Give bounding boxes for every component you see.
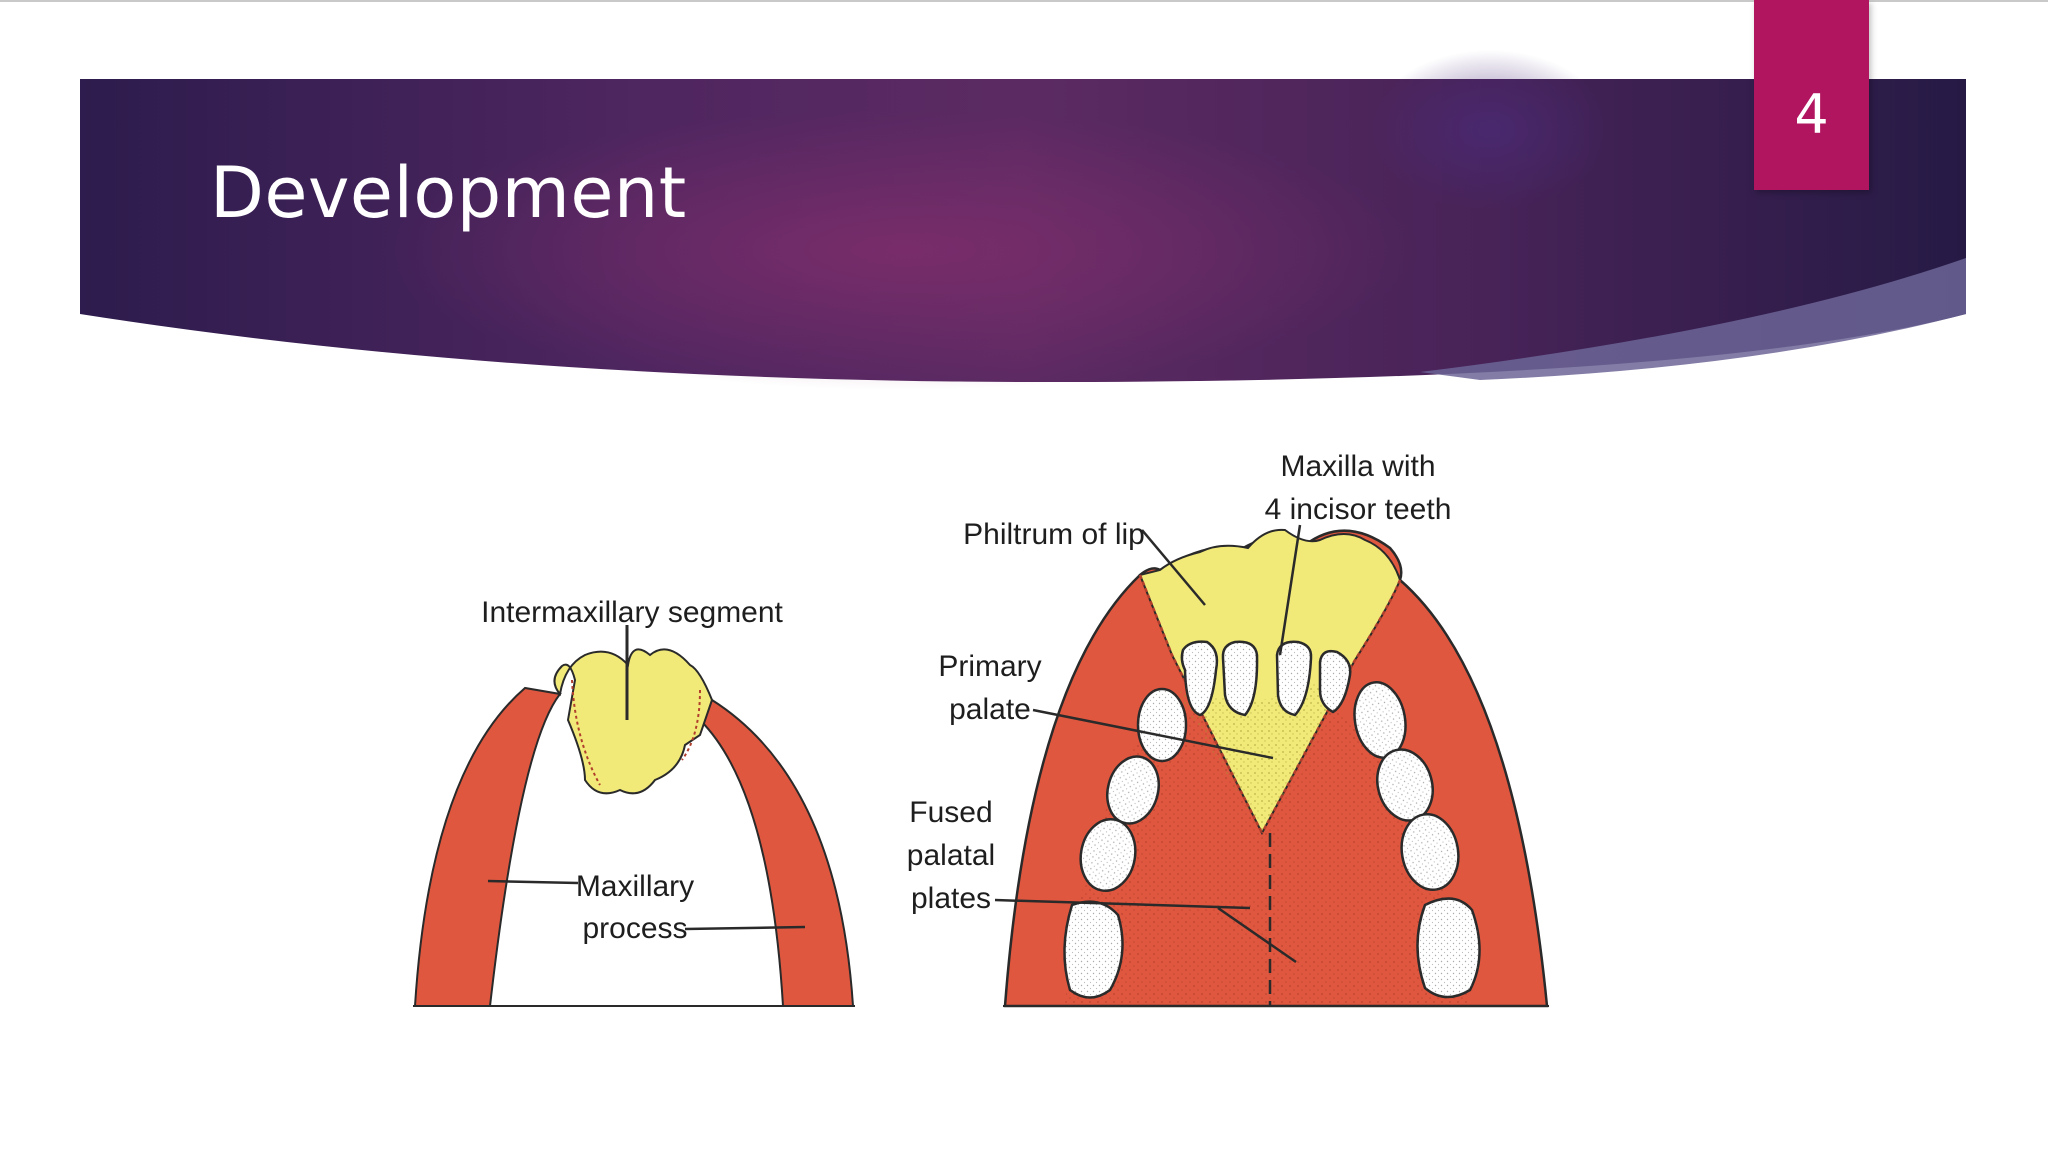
premolar-tooth-left [1079, 817, 1137, 893]
label-fused-line1: Fused [909, 796, 992, 829]
incisor-tooth [1221, 640, 1259, 717]
teeth [1063, 640, 1481, 999]
label-maxillary-line2: process [582, 912, 687, 945]
label-maxilla-line2: 4 incisor teeth [1265, 493, 1452, 526]
label-philtrum: Philtrum of lip [963, 518, 1145, 551]
page-number-badge: 4 [1754, 0, 1869, 190]
label-maxilla-line1: Maxilla with [1280, 450, 1435, 483]
label-primary-line2: palate [949, 693, 1031, 726]
molar-tooth-left [1063, 900, 1124, 999]
title-banner [80, 50, 1966, 390]
canine-tooth-left [1136, 687, 1188, 763]
incisor-tooth [1318, 649, 1352, 714]
label-maxillary-line1: Maxillary [576, 870, 694, 903]
top-rule [0, 0, 2048, 2]
page-number: 4 [1794, 83, 1829, 146]
label-fused-line3: plates [911, 882, 991, 915]
canine-tooth-right [1353, 681, 1407, 759]
label-fused-line2: palatal [907, 839, 995, 872]
right-figure-definitive-palate [994, 524, 1549, 1008]
premolar-tooth-right [1376, 748, 1434, 822]
incisor-tooth [1180, 640, 1219, 717]
incisor-tooth [1275, 640, 1313, 717]
slide-title: Development [210, 152, 687, 234]
label-primary-line1: Primary [938, 650, 1041, 683]
left-figure-primitive-maxilla [413, 625, 855, 1007]
molar-tooth-right [1416, 897, 1481, 999]
label-intermaxillary-segment: Intermaxillary segment [481, 596, 783, 629]
premolar-tooth-right [1400, 813, 1460, 891]
